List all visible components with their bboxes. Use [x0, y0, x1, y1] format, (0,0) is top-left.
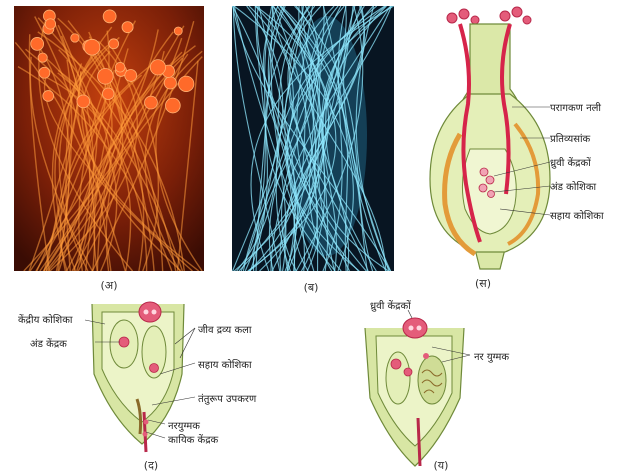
polar-nuclei-icon [402, 317, 428, 339]
label-polar-nuclei-c: ध्रुवी केंद्रकों [550, 158, 591, 169]
panel-d-diagram [82, 294, 192, 454]
panel-e-diagram [360, 318, 470, 468]
label-central-cell: केंद्रीय कोशिका [18, 315, 73, 326]
pollen-tube-fibres-image [232, 6, 394, 271]
panel-b-micrograph [232, 6, 394, 271]
label-male-gamete-d: नरयुग्मक [168, 421, 200, 432]
panel-c-caption: (स) [474, 277, 492, 290]
panel-a-caption: (अ) [100, 279, 118, 292]
panel-b-caption: (ब) [303, 281, 319, 294]
panel-d-leaders [84, 319, 196, 439]
panel-e-leaders [407, 309, 471, 363]
label-pollen-tube: परागकण नली [550, 103, 601, 114]
label-polar-nuclei-e: ध्रुवी केंद्रकों [370, 301, 411, 312]
embryo-sac-diagram [91, 303, 185, 453]
label-egg-cell: अंड कोशिका [550, 182, 597, 193]
label-egg-nucleus: अंड केंद्रक [30, 339, 67, 350]
panel-d-polar-nuclei [138, 300, 162, 324]
label-filiform-apparatus: तंतुरूप उपकरण [198, 394, 257, 405]
label-cytoplasm-layer: जीव द्रव्य कला [198, 325, 252, 336]
polar-nuclei-icon [138, 301, 162, 323]
label-synergid-d: सहाय कोशिका [198, 360, 252, 371]
pollen-tube-micrograph-image [14, 6, 204, 271]
panel-c-diagram [420, 4, 620, 274]
fertilisation-diagram [364, 327, 465, 467]
panel-e-caption: (य) [433, 459, 449, 472]
panel-d-caption: (द) [143, 459, 159, 472]
ovule-pollen-tube-diagram [429, 6, 551, 270]
label-male-gamete-e: नर युग्मक [474, 352, 510, 363]
panel-a-micrograph [14, 6, 204, 271]
panel-e-polar-nuclei [402, 316, 428, 340]
label-integument: प्रतिव्यसांक [550, 134, 591, 145]
label-synergid-c: सहाय कोशिका [550, 211, 604, 222]
label-vegetative-nucleus: कायिक केंद्रक [168, 435, 219, 446]
